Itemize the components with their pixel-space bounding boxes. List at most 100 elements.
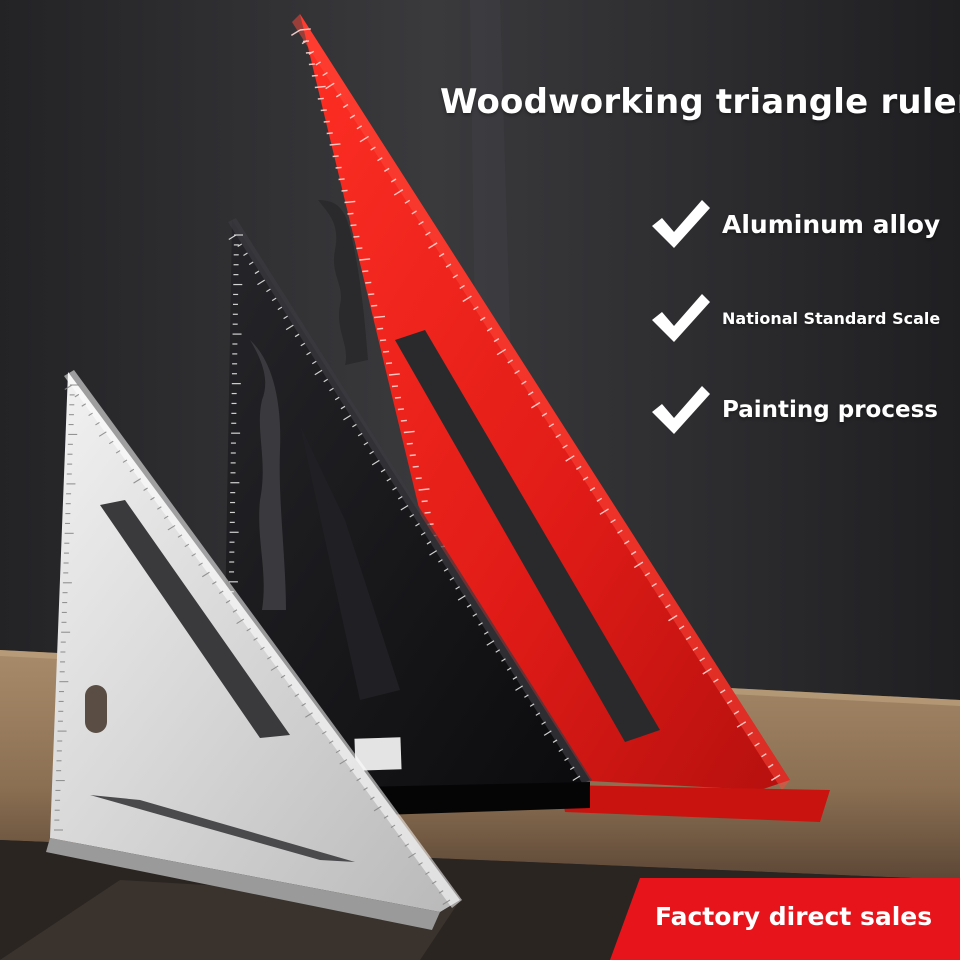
ruler-tick — [315, 721, 320, 726]
ruler-tick — [486, 640, 495, 646]
ruler-tick — [218, 590, 224, 594]
ruler-tick — [294, 333, 300, 338]
ruler-tick — [565, 455, 575, 462]
ruler-tick — [347, 212, 354, 215]
ruler-tick — [388, 373, 400, 376]
ruler-tick — [424, 511, 431, 514]
ruler-tick — [301, 702, 306, 707]
ruler-tick — [236, 618, 245, 625]
ruler-tick — [651, 582, 657, 588]
promo-banner-label: Factory direct sales — [655, 902, 933, 931]
ruler-tick — [455, 586, 460, 590]
ruler-tick — [408, 852, 416, 859]
ruler-tick — [314, 369, 323, 376]
feature-label: Aluminum alloy — [722, 209, 941, 239]
ruler-tick — [380, 468, 386, 473]
ruler-tick — [761, 753, 767, 758]
ruler-tick — [198, 562, 203, 566]
ruler-tick — [411, 210, 417, 215]
ruler-tick — [267, 656, 272, 660]
ruler-tick — [425, 231, 431, 236]
ruler-tick — [266, 288, 271, 293]
ruler-tick — [368, 293, 375, 296]
ruler-tick — [363, 787, 368, 791]
ruler-tick — [287, 684, 293, 688]
ruler-tick — [713, 678, 719, 683]
ruler-tick — [363, 441, 369, 446]
ruler-tick — [403, 430, 415, 434]
ruler-tick — [81, 403, 87, 407]
ruler-tick — [356, 125, 363, 130]
ruler-tick — [702, 667, 712, 675]
ruler-tick — [359, 135, 369, 143]
silver-speed-square — [46, 370, 462, 930]
ruler-tick — [543, 730, 552, 736]
ruler-tick — [589, 487, 596, 492]
ruler-tick — [371, 459, 380, 466]
ruler-tick — [418, 220, 424, 226]
ruler-tick — [314, 85, 326, 89]
ruler-tick — [356, 247, 363, 250]
ruler-tick — [98, 431, 107, 437]
ruler-tick — [527, 391, 534, 396]
ruler-tick — [377, 327, 384, 330]
ruler-tick — [95, 421, 100, 426]
ruler-tick — [478, 622, 483, 626]
ruler-tick — [370, 146, 376, 151]
ruler-tick — [122, 459, 128, 463]
ruler-tick — [529, 703, 535, 707]
ruler-tick — [349, 114, 356, 119]
ruler-tick — [541, 412, 548, 417]
ruler-tick — [530, 401, 541, 409]
ruler-tick — [512, 676, 518, 680]
ruler-tick — [418, 488, 430, 491]
ruler-tick — [486, 327, 493, 332]
ruler-tick — [246, 627, 251, 632]
ruler-tick — [323, 120, 330, 123]
ruler-tick — [391, 385, 399, 388]
ruler-tick — [665, 604, 671, 609]
ruler-tick — [699, 657, 705, 662]
ruler-tick — [386, 477, 392, 482]
ruler-tick — [733, 710, 740, 715]
ruler-tick — [431, 880, 437, 885]
ruler-tick — [380, 339, 387, 342]
ruler-tick — [323, 378, 329, 383]
ruler-tick — [167, 524, 176, 531]
ruler-tick — [325, 82, 335, 90]
ruler-tick — [253, 637, 258, 641]
ruler-tick — [425, 871, 430, 875]
ruler-tick — [678, 625, 685, 630]
ruler-tick — [299, 28, 311, 31]
ruler-tick — [341, 189, 348, 192]
ruler-tick — [421, 500, 428, 503]
ruler-tick — [562, 444, 568, 449]
ruler-tick — [237, 243, 243, 248]
ruler-tick — [377, 157, 383, 162]
ruler-tick — [306, 351, 311, 356]
ruler-tick — [88, 412, 93, 417]
ruler-tick — [548, 423, 555, 428]
ruler-tick — [397, 833, 403, 838]
ruler-tick — [283, 315, 288, 320]
ruler-tick — [459, 284, 465, 290]
ruler-tick — [668, 614, 678, 622]
ruler-tick — [342, 103, 349, 109]
ruler-tick — [409, 514, 415, 518]
ruler-tick — [321, 730, 327, 735]
ruler-tick — [340, 405, 346, 410]
ruler-tick — [392, 486, 397, 491]
ruler-tick — [317, 97, 324, 100]
ruler-tick — [362, 270, 369, 273]
ruler-tick — [633, 561, 644, 569]
ruler-tick — [225, 599, 231, 604]
ruler-tick — [726, 699, 733, 705]
ruler-tick — [232, 609, 238, 613]
ruler-tick — [472, 613, 478, 617]
ruler-tick — [754, 742, 760, 747]
ruler-tick — [311, 74, 318, 77]
ruler-tick — [108, 440, 114, 445]
ruler-tick — [496, 348, 507, 356]
feature-label: National Standard Scale — [722, 308, 941, 328]
